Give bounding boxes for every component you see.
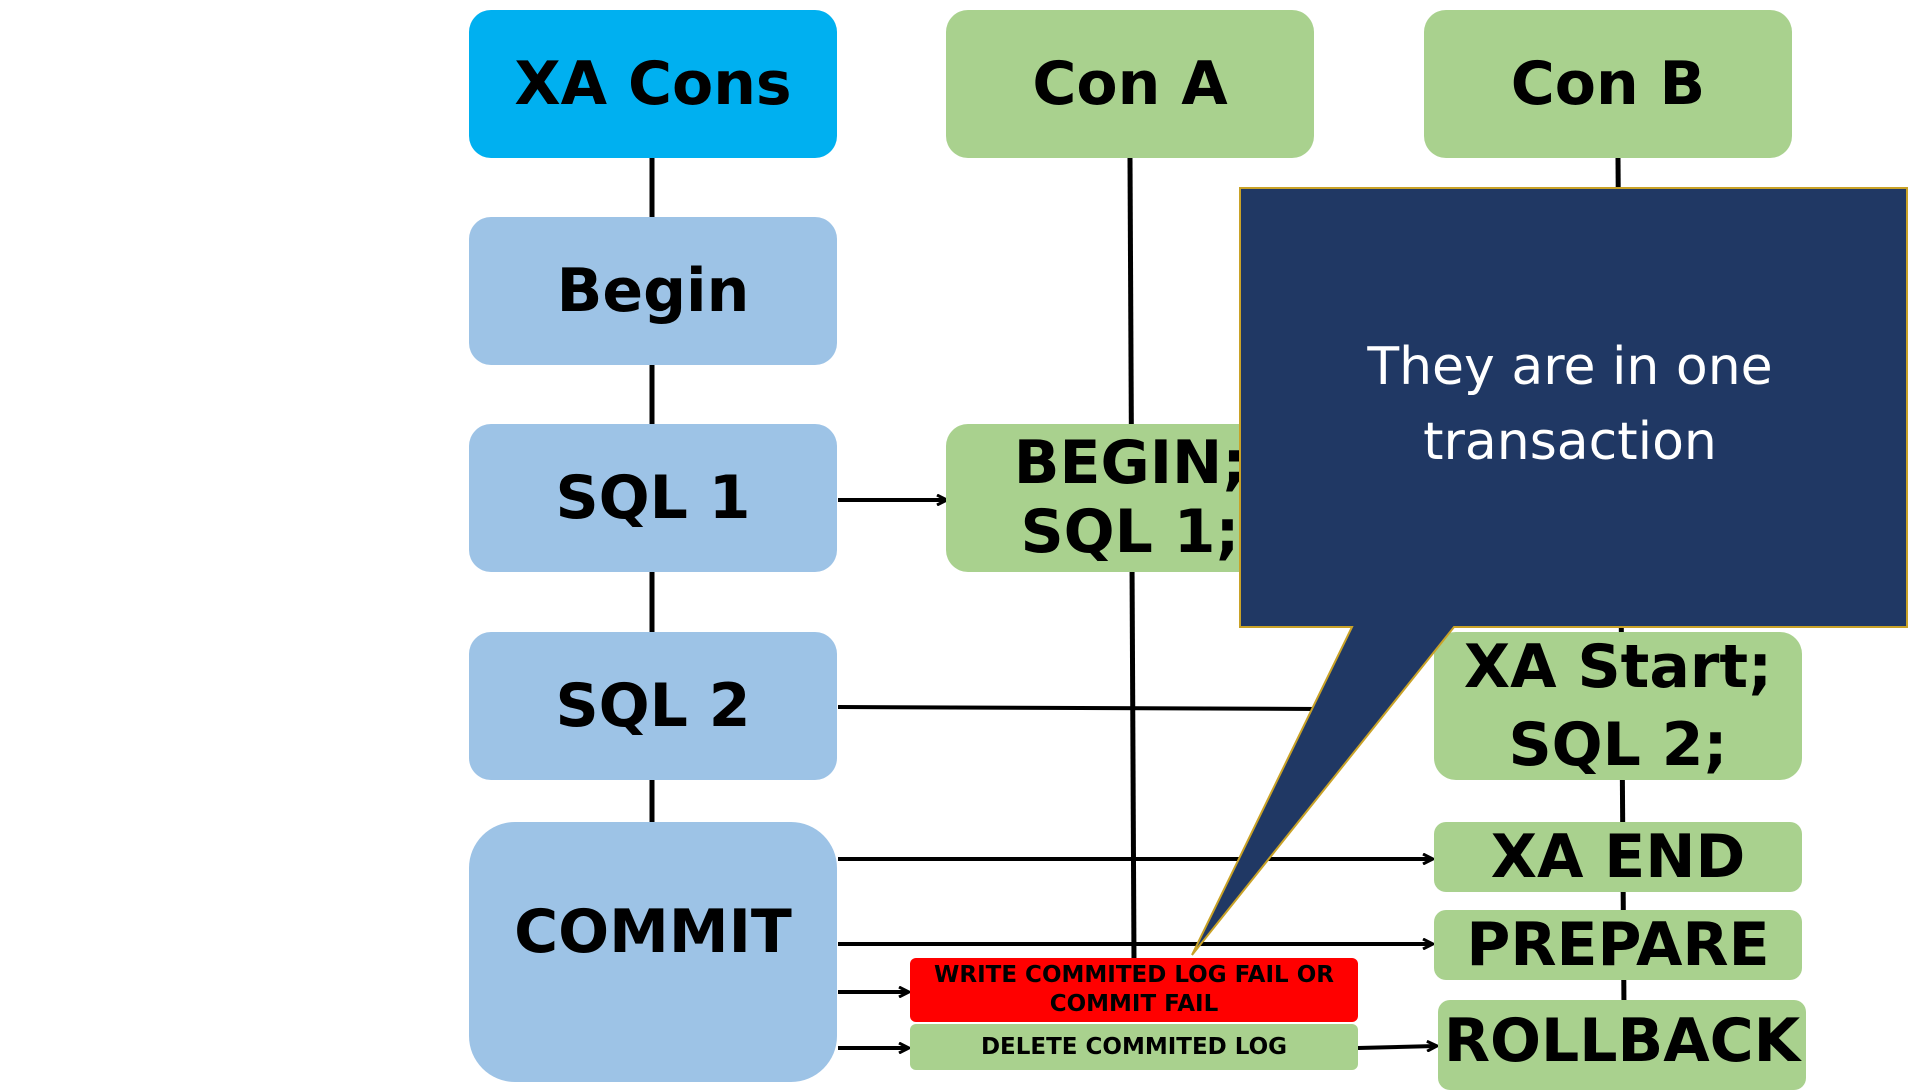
con-b-xa-end-step: XA END xyxy=(1434,822,1802,892)
xa-sql2-step: SQL 2 xyxy=(469,632,837,780)
xa-begin-label: Begin xyxy=(556,255,750,326)
sql2-line xyxy=(837,705,1321,711)
con-a-label: Con A xyxy=(1032,48,1228,119)
con-b-start-line2: SQL 2; xyxy=(1508,710,1728,780)
xa-cons-header: XA Cons xyxy=(469,10,837,158)
con-a-begin-line1: BEGIN; xyxy=(1013,428,1247,498)
con-b-label: Con B xyxy=(1510,48,1706,119)
callout-line2: transaction xyxy=(1423,412,1717,473)
callout-line1: They are in one xyxy=(1367,337,1773,397)
delete-log-label: DELETE COMMITED LOG xyxy=(980,1033,1288,1060)
con-a-begin-line2: SQL 1; xyxy=(1020,497,1240,567)
xa-sql2-label: SQL 2 xyxy=(555,670,751,741)
commit-fail-box: WRITE COMMITED LOG FAIL OR COMMIT FAIL xyxy=(910,958,1358,1022)
con-b-prepare-step: PREPARE xyxy=(1434,910,1802,980)
con-b-rollback-label: ROLLBACK xyxy=(1443,1005,1801,1076)
xa-commit-step: COMMIT xyxy=(469,822,837,1082)
con-b-xa-end-label: XA END xyxy=(1490,821,1746,892)
con-b-prepare-label: PREPARE xyxy=(1466,909,1770,980)
delete-log-box: DELETE COMMITED LOG xyxy=(910,1024,1358,1070)
rollback-arrow xyxy=(1357,1046,1436,1048)
xa-cons-label: XA Cons xyxy=(514,48,792,119)
xa-sql1-step: SQL 1 xyxy=(469,424,837,572)
con-a-header: Con A xyxy=(946,10,1314,158)
xa-sql1-label: SQL 1 xyxy=(555,462,751,533)
xa-begin-step: Begin xyxy=(469,217,837,365)
con-b-header: Con B xyxy=(1424,10,1792,158)
callout-text: They are in one transaction xyxy=(1240,330,1900,481)
commit-fail-line2: COMMIT FAIL xyxy=(1049,991,1219,1017)
con-b-start-line1: XA Start; xyxy=(1463,632,1773,702)
commit-fail-line1: WRITE COMMITED LOG FAIL OR xyxy=(934,962,1334,989)
con-b-xa-start-step: XA Start; SQL 2; xyxy=(1434,632,1802,780)
xa-commit-label: COMMIT xyxy=(514,896,792,967)
